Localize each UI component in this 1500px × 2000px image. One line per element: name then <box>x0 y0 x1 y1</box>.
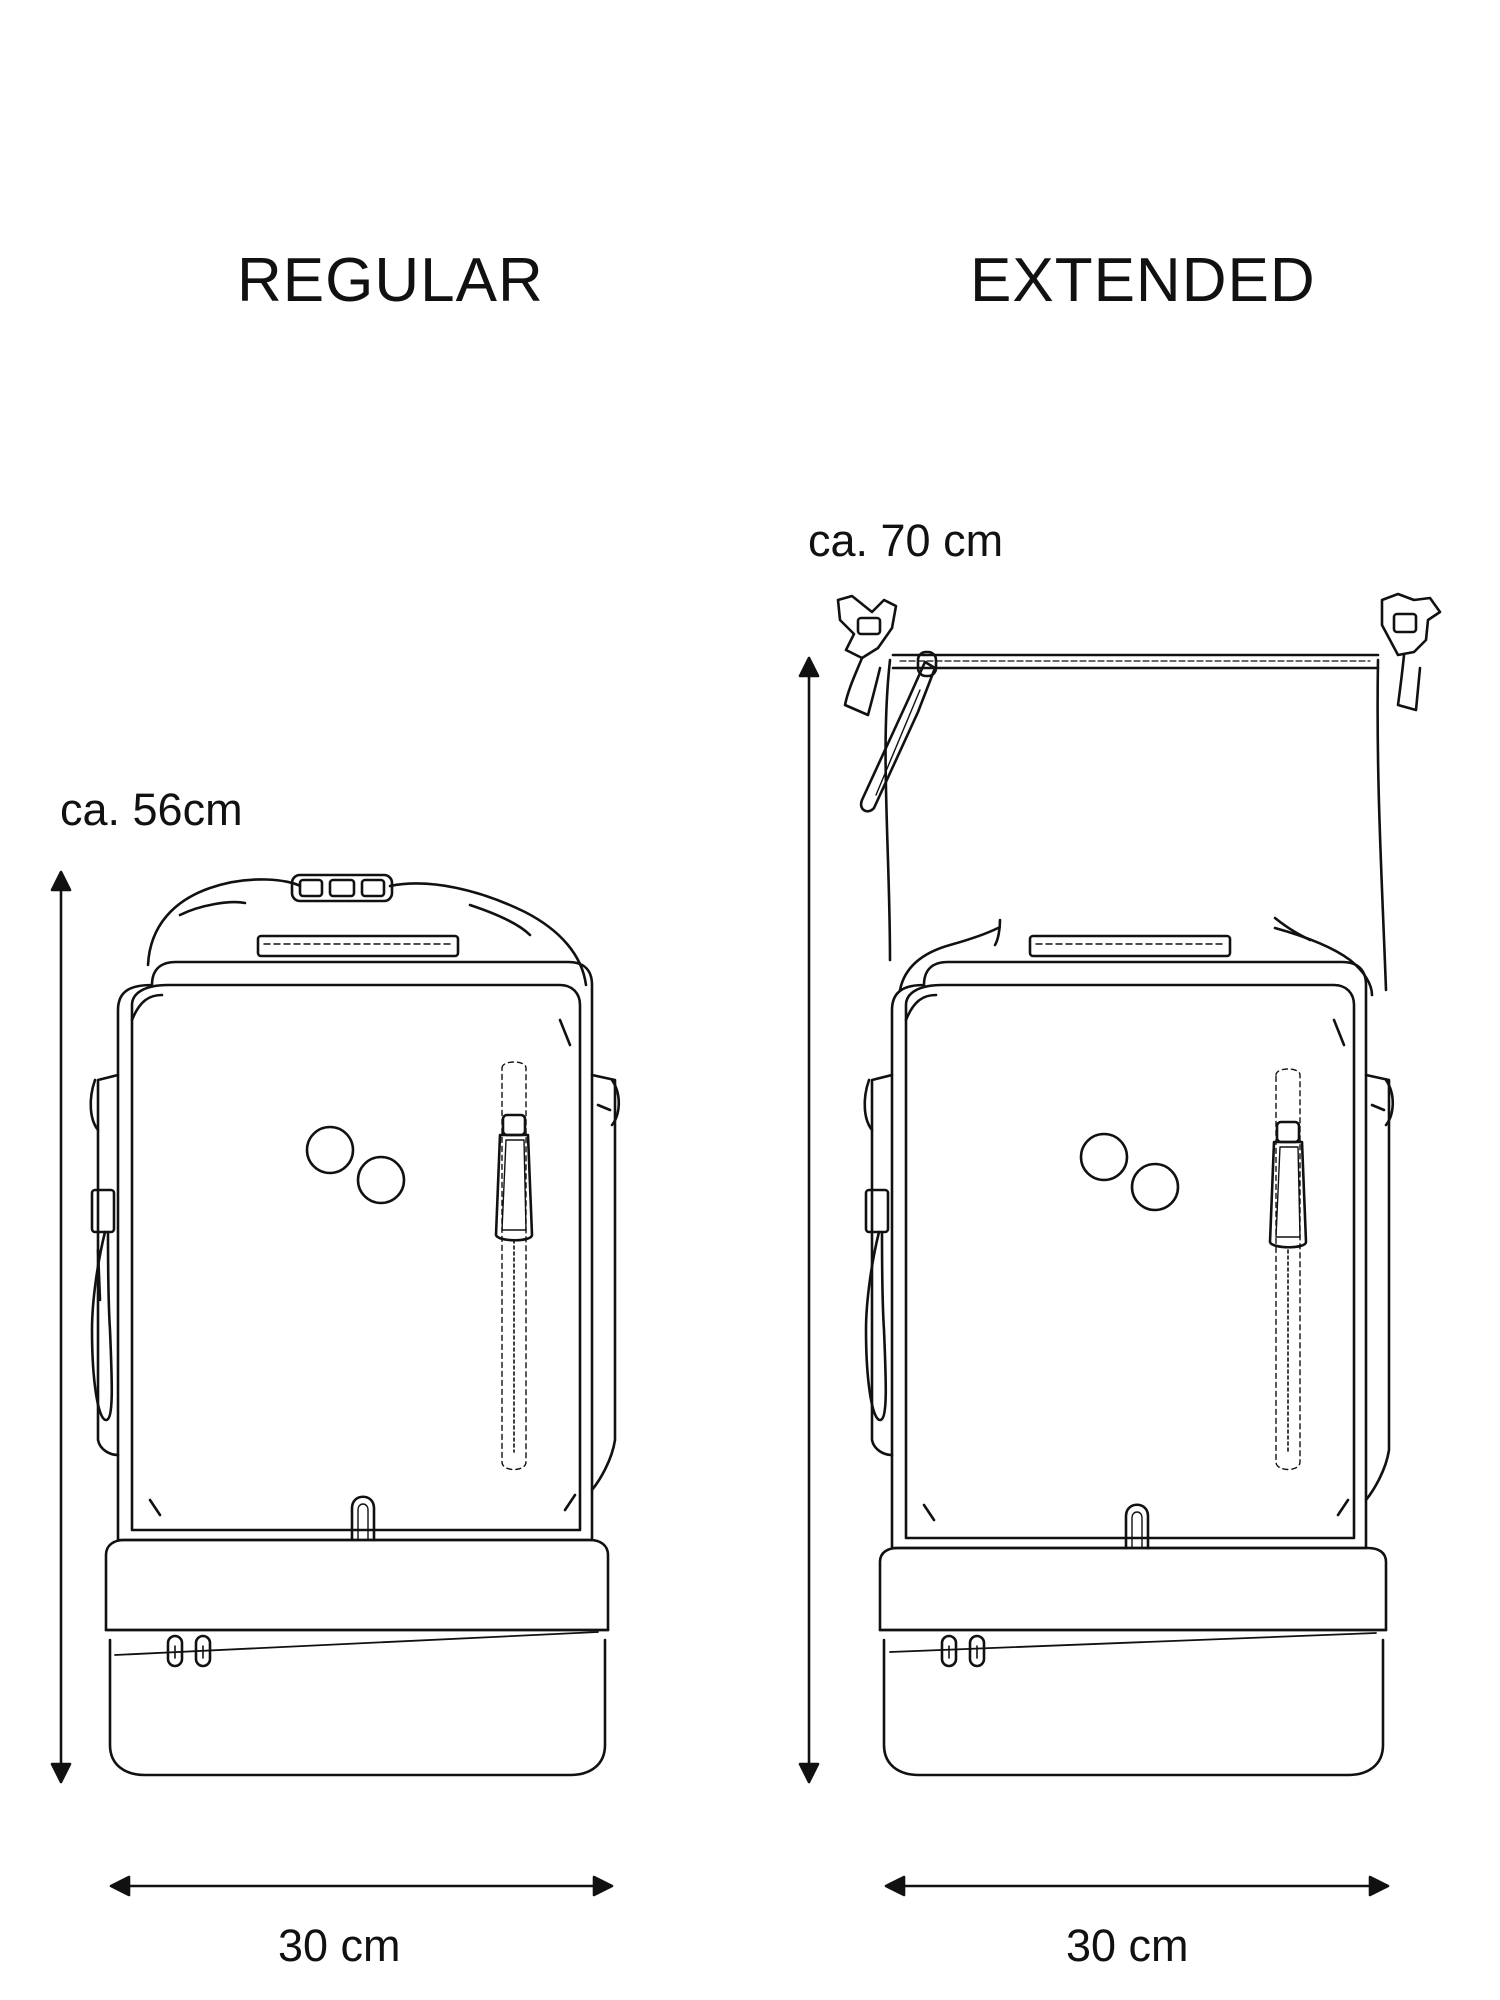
arrow-right-icon <box>594 1877 612 1895</box>
regular-backpack <box>91 875 619 1775</box>
regular-width-label: 30 cm <box>278 1920 401 1971</box>
arrow-right-icon <box>1370 1877 1388 1895</box>
arrow-up-icon <box>800 658 818 676</box>
regular-width-arrow <box>111 1877 612 1895</box>
arrow-left-icon <box>886 1877 904 1895</box>
extended-title: EXTENDED <box>970 246 1316 315</box>
regular-height-label: ca. 56cm <box>60 784 243 835</box>
extended-backpack <box>838 594 1440 1775</box>
regular-height-arrow <box>52 872 70 1782</box>
extended-height-arrow <box>800 658 818 1782</box>
arrow-down-icon <box>52 1764 70 1782</box>
extended-width-arrow <box>886 1877 1388 1895</box>
extended-height-label: ca. 70 cm <box>808 515 1004 566</box>
backpack-logo-icon <box>1081 1134 1178 1210</box>
extended-width-label: 30 cm <box>1066 1920 1189 1971</box>
arrow-left-icon <box>111 1877 129 1895</box>
arrow-up-icon <box>52 872 70 890</box>
arrow-down-icon <box>800 1764 818 1782</box>
regular-title: REGULAR <box>237 246 544 315</box>
backpack-logo-icon <box>307 1127 404 1203</box>
